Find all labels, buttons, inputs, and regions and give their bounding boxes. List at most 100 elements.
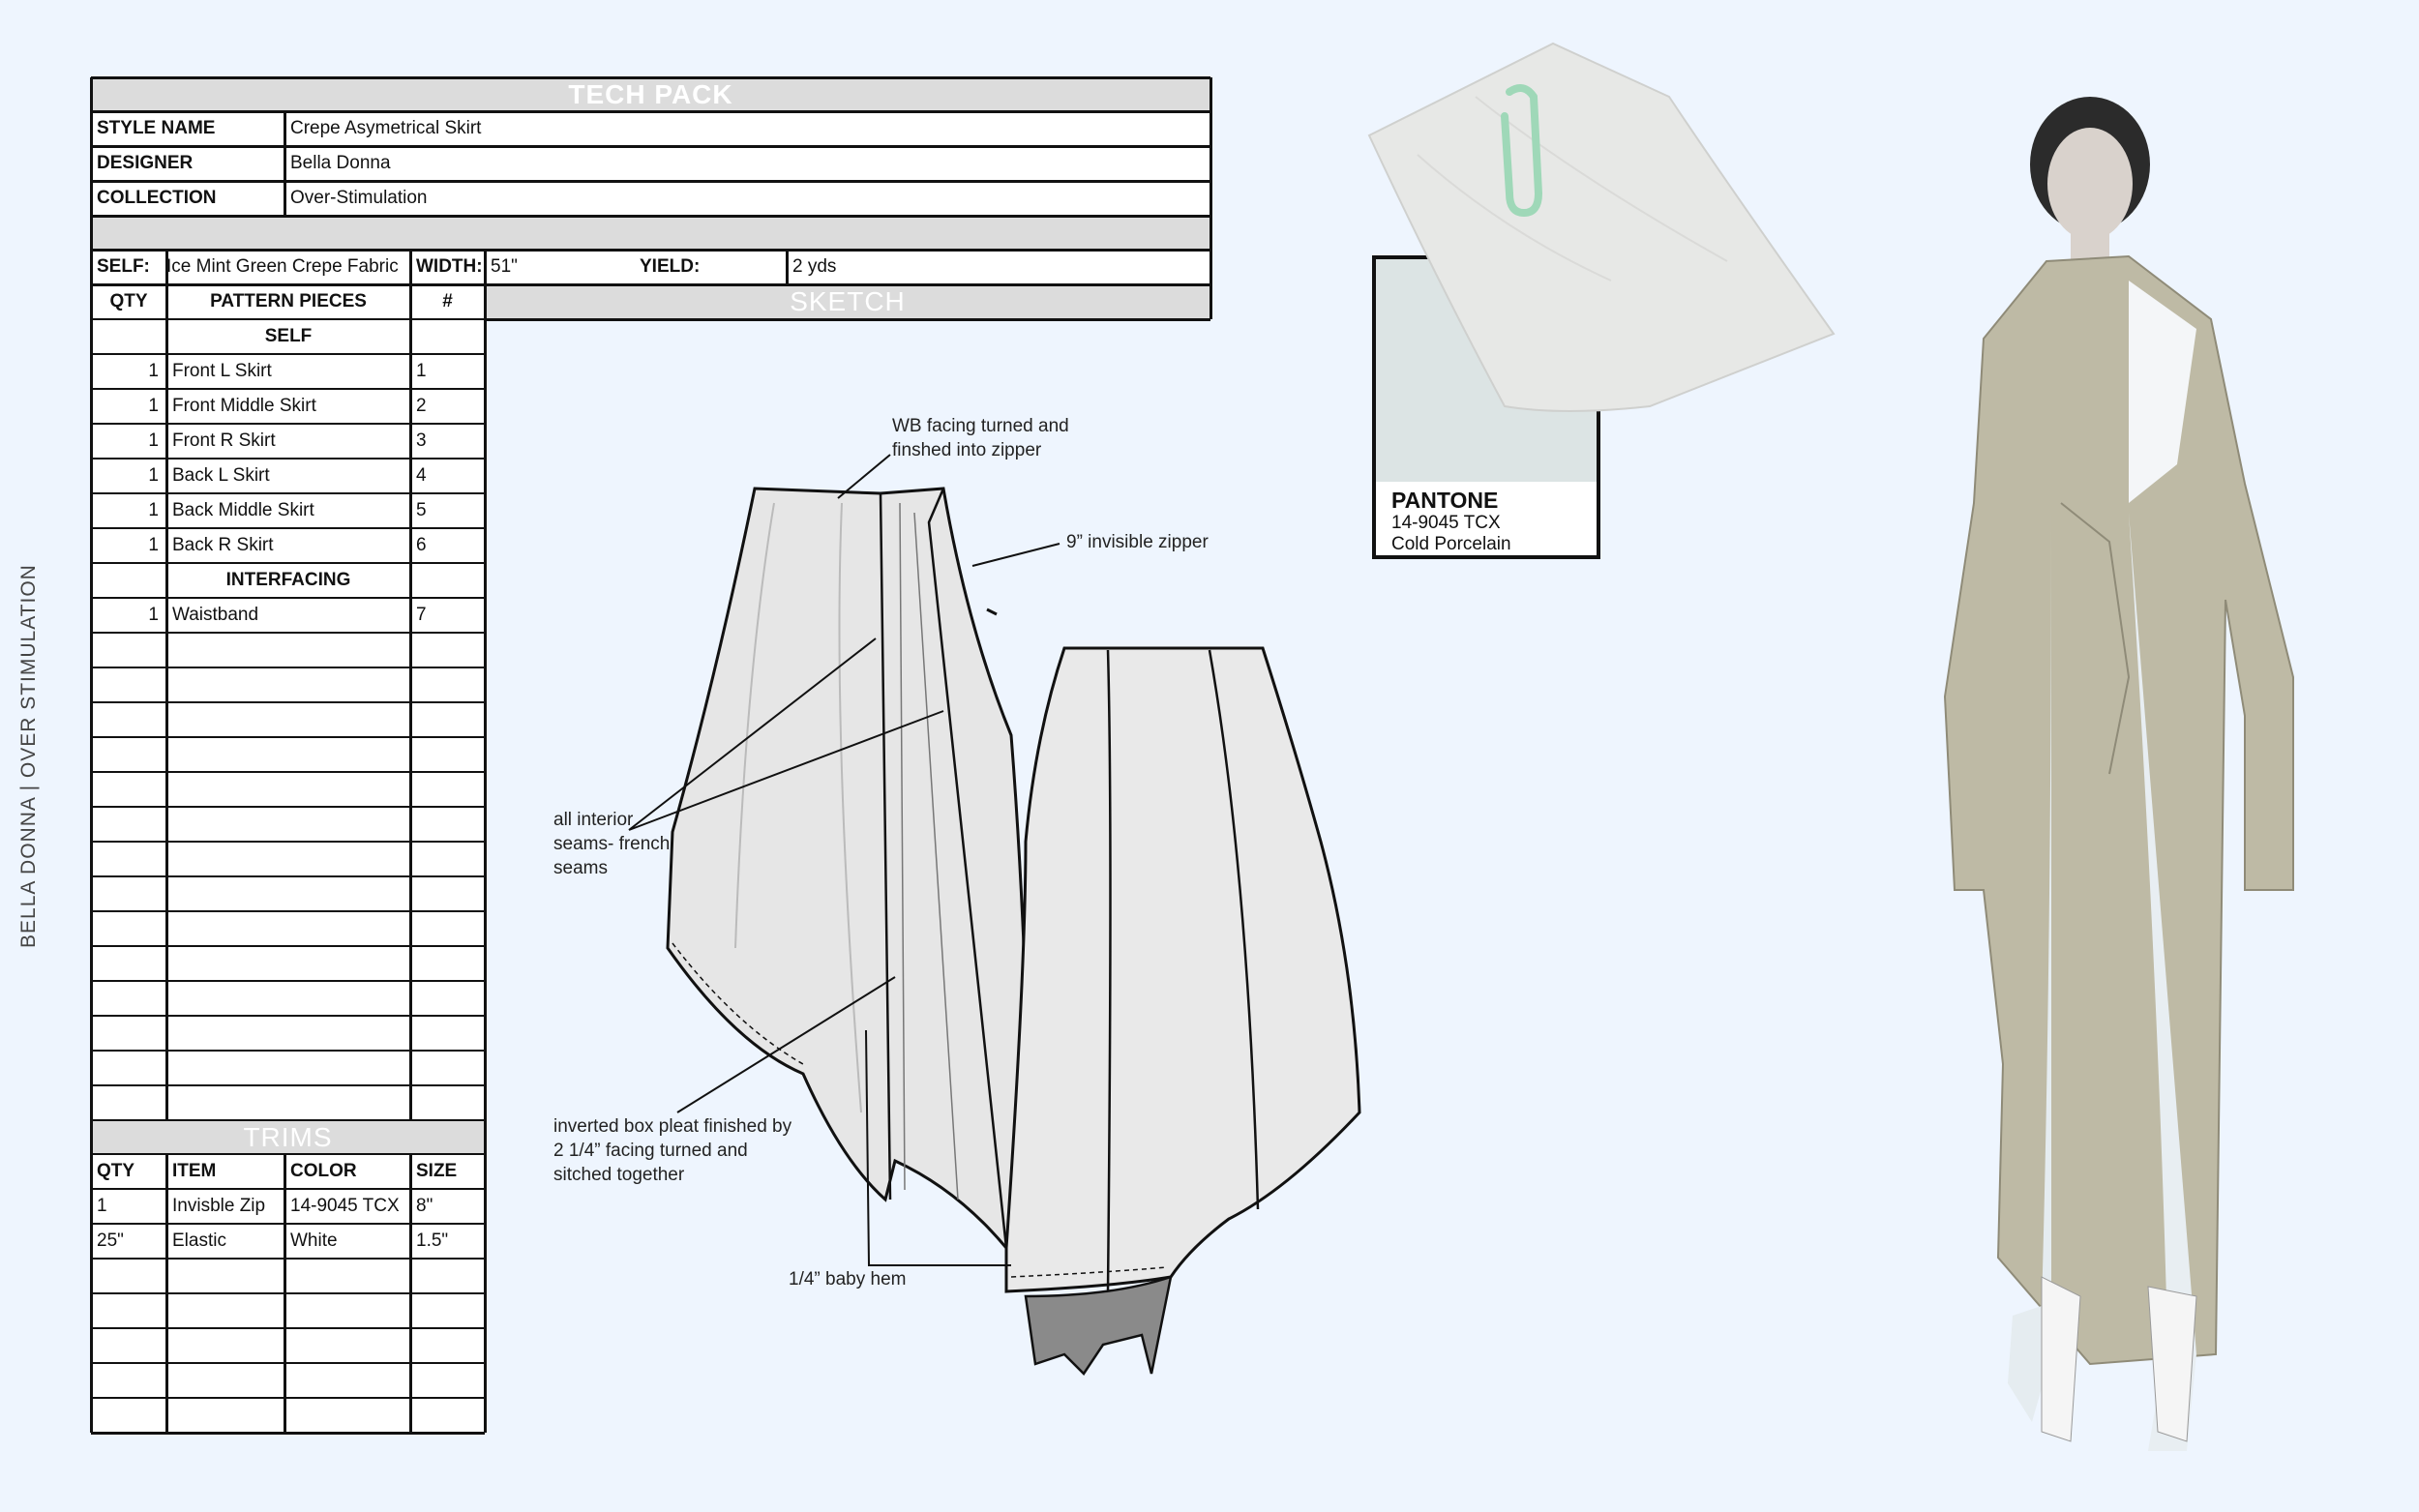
pattern-piece-cell: Waistband [166, 598, 410, 633]
table-rule [91, 910, 485, 912]
table-rule [91, 1397, 485, 1399]
pattern-qty-cell [91, 911, 166, 946]
pattern-qty-cell: 1 [91, 424, 166, 459]
pattern-num-cell [410, 911, 485, 946]
pattern-piece-cell [166, 946, 410, 981]
pattern-num-cell: 2 [410, 389, 485, 424]
self-value: Ice Mint Green Crepe Fabric [166, 250, 410, 284]
pattern-header-pieces: PATTERN PIECES [166, 284, 410, 319]
pattern-qty-cell [91, 737, 166, 772]
pantone-name: Cold Porcelain [1391, 534, 1511, 554]
pattern-piece-cell: Back L Skirt [166, 459, 410, 493]
pattern-header-num: # [410, 284, 485, 319]
table-rule [785, 250, 789, 284]
table-rule [408, 1154, 412, 1433]
trims-qty-cell [91, 1398, 166, 1433]
pattern-qty-cell [91, 702, 166, 737]
table-rule [91, 736, 485, 738]
table-rule [91, 214, 1210, 218]
info-value: Crepe Asymetrical Skirt [284, 111, 1210, 146]
pattern-num-cell [410, 1016, 485, 1051]
pattern-num-cell: 5 [410, 493, 485, 528]
trims-qty-cell: 1 [91, 1189, 166, 1224]
pattern-num-cell [410, 319, 485, 354]
width-label: WIDTH: [410, 250, 485, 284]
table-rule [91, 597, 485, 599]
annotation-line: 2 1/4” facing turned and [553, 1141, 748, 1161]
pattern-piece-cell [166, 737, 410, 772]
table-rule [91, 458, 485, 460]
annotation-line: all interior [553, 810, 634, 830]
pattern-qty-cell: 1 [91, 493, 166, 528]
pattern-piece-cell [166, 702, 410, 737]
table-rule [1209, 77, 1212, 319]
table-rule [91, 1119, 485, 1121]
trims-qty-cell [91, 1328, 166, 1363]
annotation-pleat: inverted box pleat finished by 2 1/4” fa… [553, 1114, 791, 1187]
pattern-qty-cell [91, 1085, 166, 1120]
pattern-qty-cell [91, 981, 166, 1016]
pattern-num-cell [410, 702, 485, 737]
pattern-section-label: INTERFACING [166, 563, 410, 598]
self-label: SELF: [91, 250, 166, 284]
table-rule [91, 423, 485, 425]
pattern-num-cell [410, 563, 485, 598]
trims-item-cell: Invisble Zip [166, 1189, 284, 1224]
annotation-zipper: 9” invisible zipper [1066, 532, 1209, 552]
pattern-num-cell: 7 [410, 598, 485, 633]
trims-color-cell [284, 1363, 410, 1398]
spacer-row [91, 216, 1210, 250]
trims-size-cell [410, 1398, 485, 1433]
pattern-qty-cell [91, 563, 166, 598]
table-rule [91, 1258, 485, 1260]
table-rule [91, 1362, 485, 1364]
pattern-piece-cell: Front L Skirt [166, 354, 410, 389]
table-rule [408, 284, 412, 1120]
trims-color-cell: 14-9045 TCX [284, 1189, 410, 1224]
table-rule [91, 1050, 485, 1052]
pattern-qty-cell [91, 842, 166, 876]
annotation-waistband: WB facing turned and finshed into zipper [892, 414, 1069, 462]
pattern-qty-cell [91, 807, 166, 842]
table-rule [91, 1015, 485, 1017]
tech-pack-header: TECH PACK [91, 77, 1210, 111]
annotation-line: seams- french [553, 834, 671, 854]
annotation-line: seams [553, 858, 608, 878]
pattern-qty-cell [91, 667, 166, 702]
trims-color-cell [284, 1328, 410, 1363]
pantone-brand: PANTONE [1391, 488, 1499, 513]
pattern-qty-cell [91, 319, 166, 354]
pattern-piece-cell [166, 911, 410, 946]
table-rule [91, 492, 485, 494]
info-value: Over-Stimulation [284, 181, 1210, 216]
trims-size-cell [410, 1363, 485, 1398]
info-label: COLLECTION [91, 181, 284, 216]
pattern-piece-cell [166, 876, 410, 911]
table-rule [91, 282, 1210, 286]
table-rule [91, 562, 485, 564]
table-rule [91, 527, 485, 529]
pattern-piece-cell [166, 667, 410, 702]
table-rule [91, 388, 485, 390]
trims-item-cell [166, 1259, 284, 1293]
info-label: DESIGNER [91, 146, 284, 181]
pattern-qty-cell: 1 [91, 459, 166, 493]
table-rule [91, 667, 485, 668]
pattern-piece-cell [166, 1051, 410, 1085]
table-rule [91, 945, 485, 947]
table-rule [91, 353, 485, 355]
pattern-num-cell: 6 [410, 528, 485, 563]
annotation-line: sitched together [553, 1165, 685, 1185]
trims-color-cell [284, 1293, 410, 1328]
table-rule [91, 75, 1210, 79]
trims-qty-cell [91, 1293, 166, 1328]
info-label: STYLE NAME [91, 111, 284, 146]
pattern-piece-cell [166, 842, 410, 876]
pattern-piece-cell [166, 807, 410, 842]
table-rule [91, 179, 1210, 183]
pattern-piece-cell [166, 1085, 410, 1120]
table-rule [91, 109, 1210, 113]
sketch-title: SKETCH [485, 284, 1210, 319]
table-rule [283, 111, 286, 216]
table-rule [91, 806, 485, 808]
